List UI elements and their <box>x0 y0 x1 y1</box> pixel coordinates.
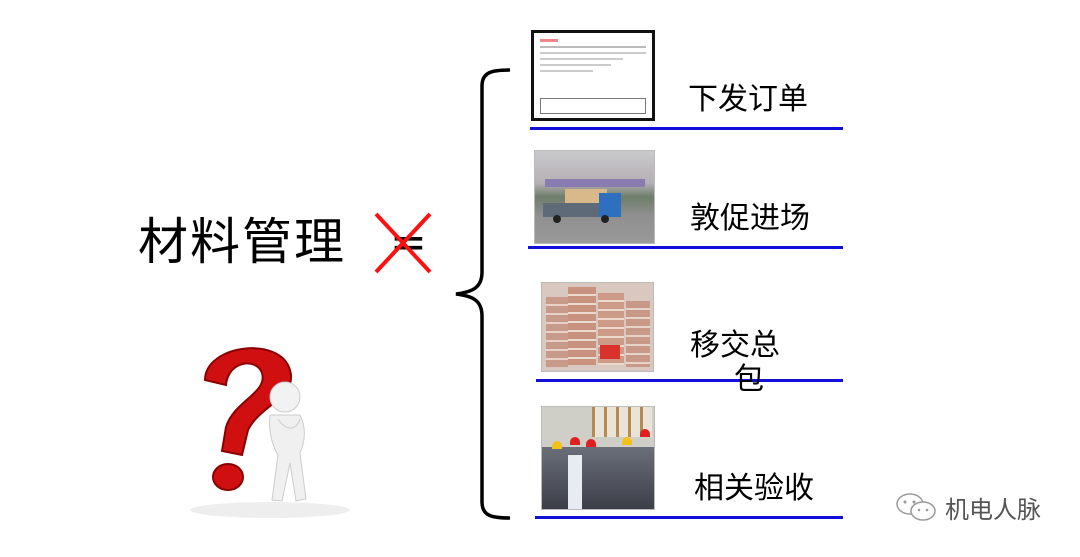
step-label-acceptance: 相关验收 <box>694 471 814 506</box>
site-inspection-photo <box>541 406 655 510</box>
wechat-icon <box>896 492 936 521</box>
watermark: 机电人脉 <box>895 490 1041 525</box>
step-label-urge-delivery: 敦促进场 <box>690 201 810 236</box>
order-document-thumbnail <box>531 30 655 121</box>
page-title: 材料管理 <box>138 213 346 271</box>
curly-brace <box>455 68 511 520</box>
step-label-issue-order: 下发订单 <box>688 82 808 117</box>
step-divider <box>528 246 843 249</box>
step-divider <box>536 379 843 382</box>
step-divider <box>530 127 843 130</box>
step-label-handover-line2: 包 <box>734 362 764 397</box>
step-divider <box>535 516 843 519</box>
watermark-text: 机电人脉 <box>945 496 1041 524</box>
material-stacks-photo <box>541 282 654 372</box>
question-mark-figure-illustration <box>190 347 350 518</box>
delivery-truck-photo <box>534 150 655 244</box>
crossed-equals: = <box>372 210 434 276</box>
cross-icon <box>374 212 432 274</box>
step-label-handover-line1: 移交总 <box>690 328 780 363</box>
